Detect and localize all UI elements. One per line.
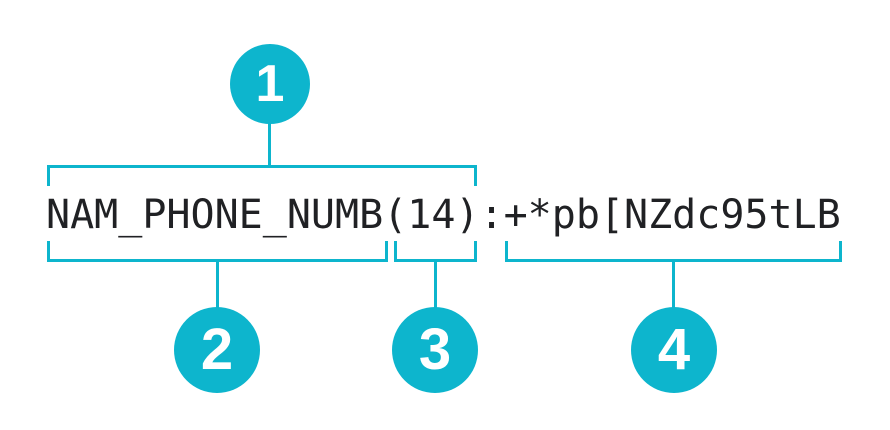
token-infotype-name: NAM_PHONE_NUMB [46, 192, 384, 238]
callout-3-number: 3 [418, 317, 452, 382]
callout-2-bracket [47, 241, 388, 262]
callout-1-badge: 1 [230, 44, 310, 124]
token-surrogate: +*pb[NZdc95tLB [503, 192, 841, 238]
callout-4-connector-line [672, 262, 675, 308]
callout-3-badge: 3 [392, 307, 478, 393]
callout-3-connector-line [434, 262, 437, 308]
token-separator: : [479, 192, 504, 238]
token-text: NAM_PHONE_NUMB(14):+*pb[NZdc95tLB [46, 192, 841, 238]
callout-1-bracket [47, 165, 477, 186]
callout-4-bracket [505, 241, 842, 262]
callout-4-number: 4 [657, 317, 691, 382]
callout-3-bracket [394, 241, 477, 262]
callout-2-number: 2 [200, 317, 234, 382]
callout-2-connector-line [216, 262, 219, 308]
callout-2-badge: 2 [174, 307, 260, 393]
callout-1-connector-line [268, 122, 271, 166]
token-length: (14) [383, 192, 480, 238]
callout-4-badge: 4 [631, 307, 717, 393]
callout-1-number: 1 [255, 55, 285, 113]
